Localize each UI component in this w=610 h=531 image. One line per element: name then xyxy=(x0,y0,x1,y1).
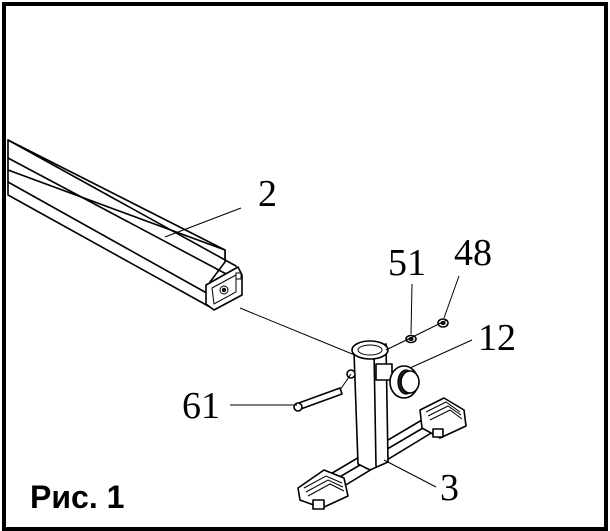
assembly-line-hardware xyxy=(385,319,448,351)
leader-tube xyxy=(164,207,242,238)
leader-nut xyxy=(443,275,460,319)
base-part xyxy=(297,340,467,510)
leader-washer xyxy=(410,283,413,335)
callout-tube: 2 xyxy=(258,173,277,215)
tube-part xyxy=(7,139,243,311)
callout-bolt: 61 xyxy=(182,385,220,427)
callout-base: 3 xyxy=(440,467,459,509)
assembly-line-tube xyxy=(239,307,363,359)
bolt-part xyxy=(293,373,352,412)
callout-knob: 12 xyxy=(478,317,516,359)
figure-caption: Рис. 1 xyxy=(30,479,124,515)
knob-part xyxy=(375,363,420,399)
callout-nut: 48 xyxy=(454,232,492,274)
leader-knob xyxy=(409,339,473,369)
leader-base xyxy=(383,459,437,488)
callout-washer: 51 xyxy=(388,242,426,284)
